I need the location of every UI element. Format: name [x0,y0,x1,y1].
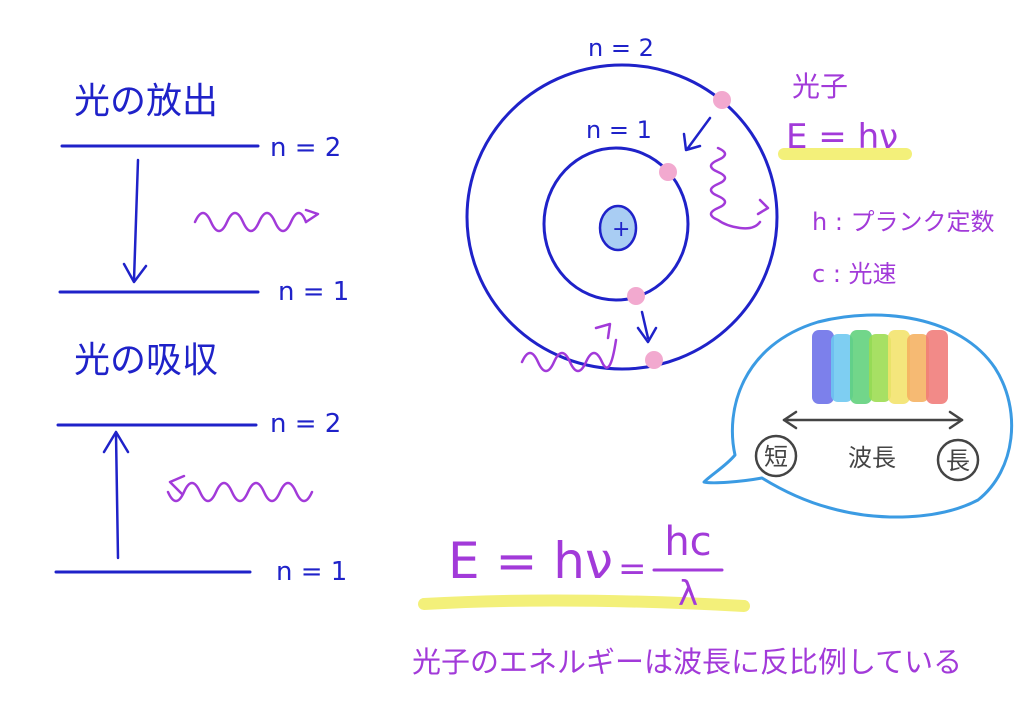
bubble-outline [702,313,1014,519]
emission-title: 光の放出 [74,81,218,122]
outer-orbit-label: n = 2 [588,34,654,62]
long-wavelength-label: 長 [946,447,970,475]
spectrum-bar [812,330,834,404]
electron-inner-top [659,163,677,181]
short-wavelength-label: 短 [764,443,788,471]
emitted-photon-wave-icon [709,146,770,230]
absorption-level-n2-label: n = 2 [270,409,341,439]
main-formula-left: E = hν [448,532,613,590]
electron-outer-bottom [645,351,663,369]
outer-orbit-n2 [465,63,779,371]
h-definition: h : プランク定数 [812,208,995,236]
c-definition: c : 光速 [812,260,897,288]
transition-down-arrow-icon [682,116,712,152]
electron-outer-top [713,91,731,109]
spectrum-bar [888,330,910,404]
photon-note: 光子 E = hν h : プランク定数 c : 光速 [778,70,995,288]
absorbed-photon-wave-icon [520,322,618,373]
absorption-title: 光の吸収 [74,340,218,381]
double-arrow-icon [782,410,964,430]
main-formula-equals: = [618,549,647,589]
emission-level-n2-label: n = 2 [270,133,341,163]
spectrum-bar [907,334,929,402]
spectrum-bubble: 短 波長 長 [702,313,1014,519]
absorption-panel: 光の吸収 n = 2 n = 1 [54,340,347,587]
emission-level-n1-label: n = 1 [278,277,349,307]
wavelength-axis-label: 波長 [848,444,896,472]
photon-title: 光子 [792,70,848,103]
spectrum-bars [812,330,948,404]
main-formula-highlight [418,594,750,612]
emitted-photon-wave-icon [193,208,320,233]
conclusion-text: 光子のエネルギーは波長に反比例している [412,645,962,679]
inner-orbit-label: n = 1 [586,116,652,144]
main-formula-numerator: hc [664,519,711,565]
electron-inner-bottom [627,287,645,305]
short-label-circle [754,434,798,478]
nucleus-charge-label: + [612,217,630,242]
down-arrow-icon [122,158,148,284]
up-arrow-icon [102,430,130,560]
nucleus [598,204,638,252]
spectrum-bar [831,334,853,402]
transition-up-arrow-icon [636,310,658,344]
absorption-level-n1-label: n = 1 [276,557,347,587]
bohr-model: n = 2 n = 1 + [465,34,779,373]
main-formula-denominator: λ [678,574,698,614]
formula-highlight [778,148,912,160]
inner-orbit-n1 [542,146,690,302]
spectrum-bar [869,334,891,402]
spectrum-bar [926,330,948,404]
long-label-circle [936,438,980,482]
spectrum-bar [850,330,872,404]
main-formula: E = hν = hc λ [418,519,750,614]
emission-panel: 光の放出 n = 2 n = 1 [58,81,349,307]
photon-energy-formula: E = hν [786,117,898,157]
absorbed-photon-wave-icon [166,474,314,503]
